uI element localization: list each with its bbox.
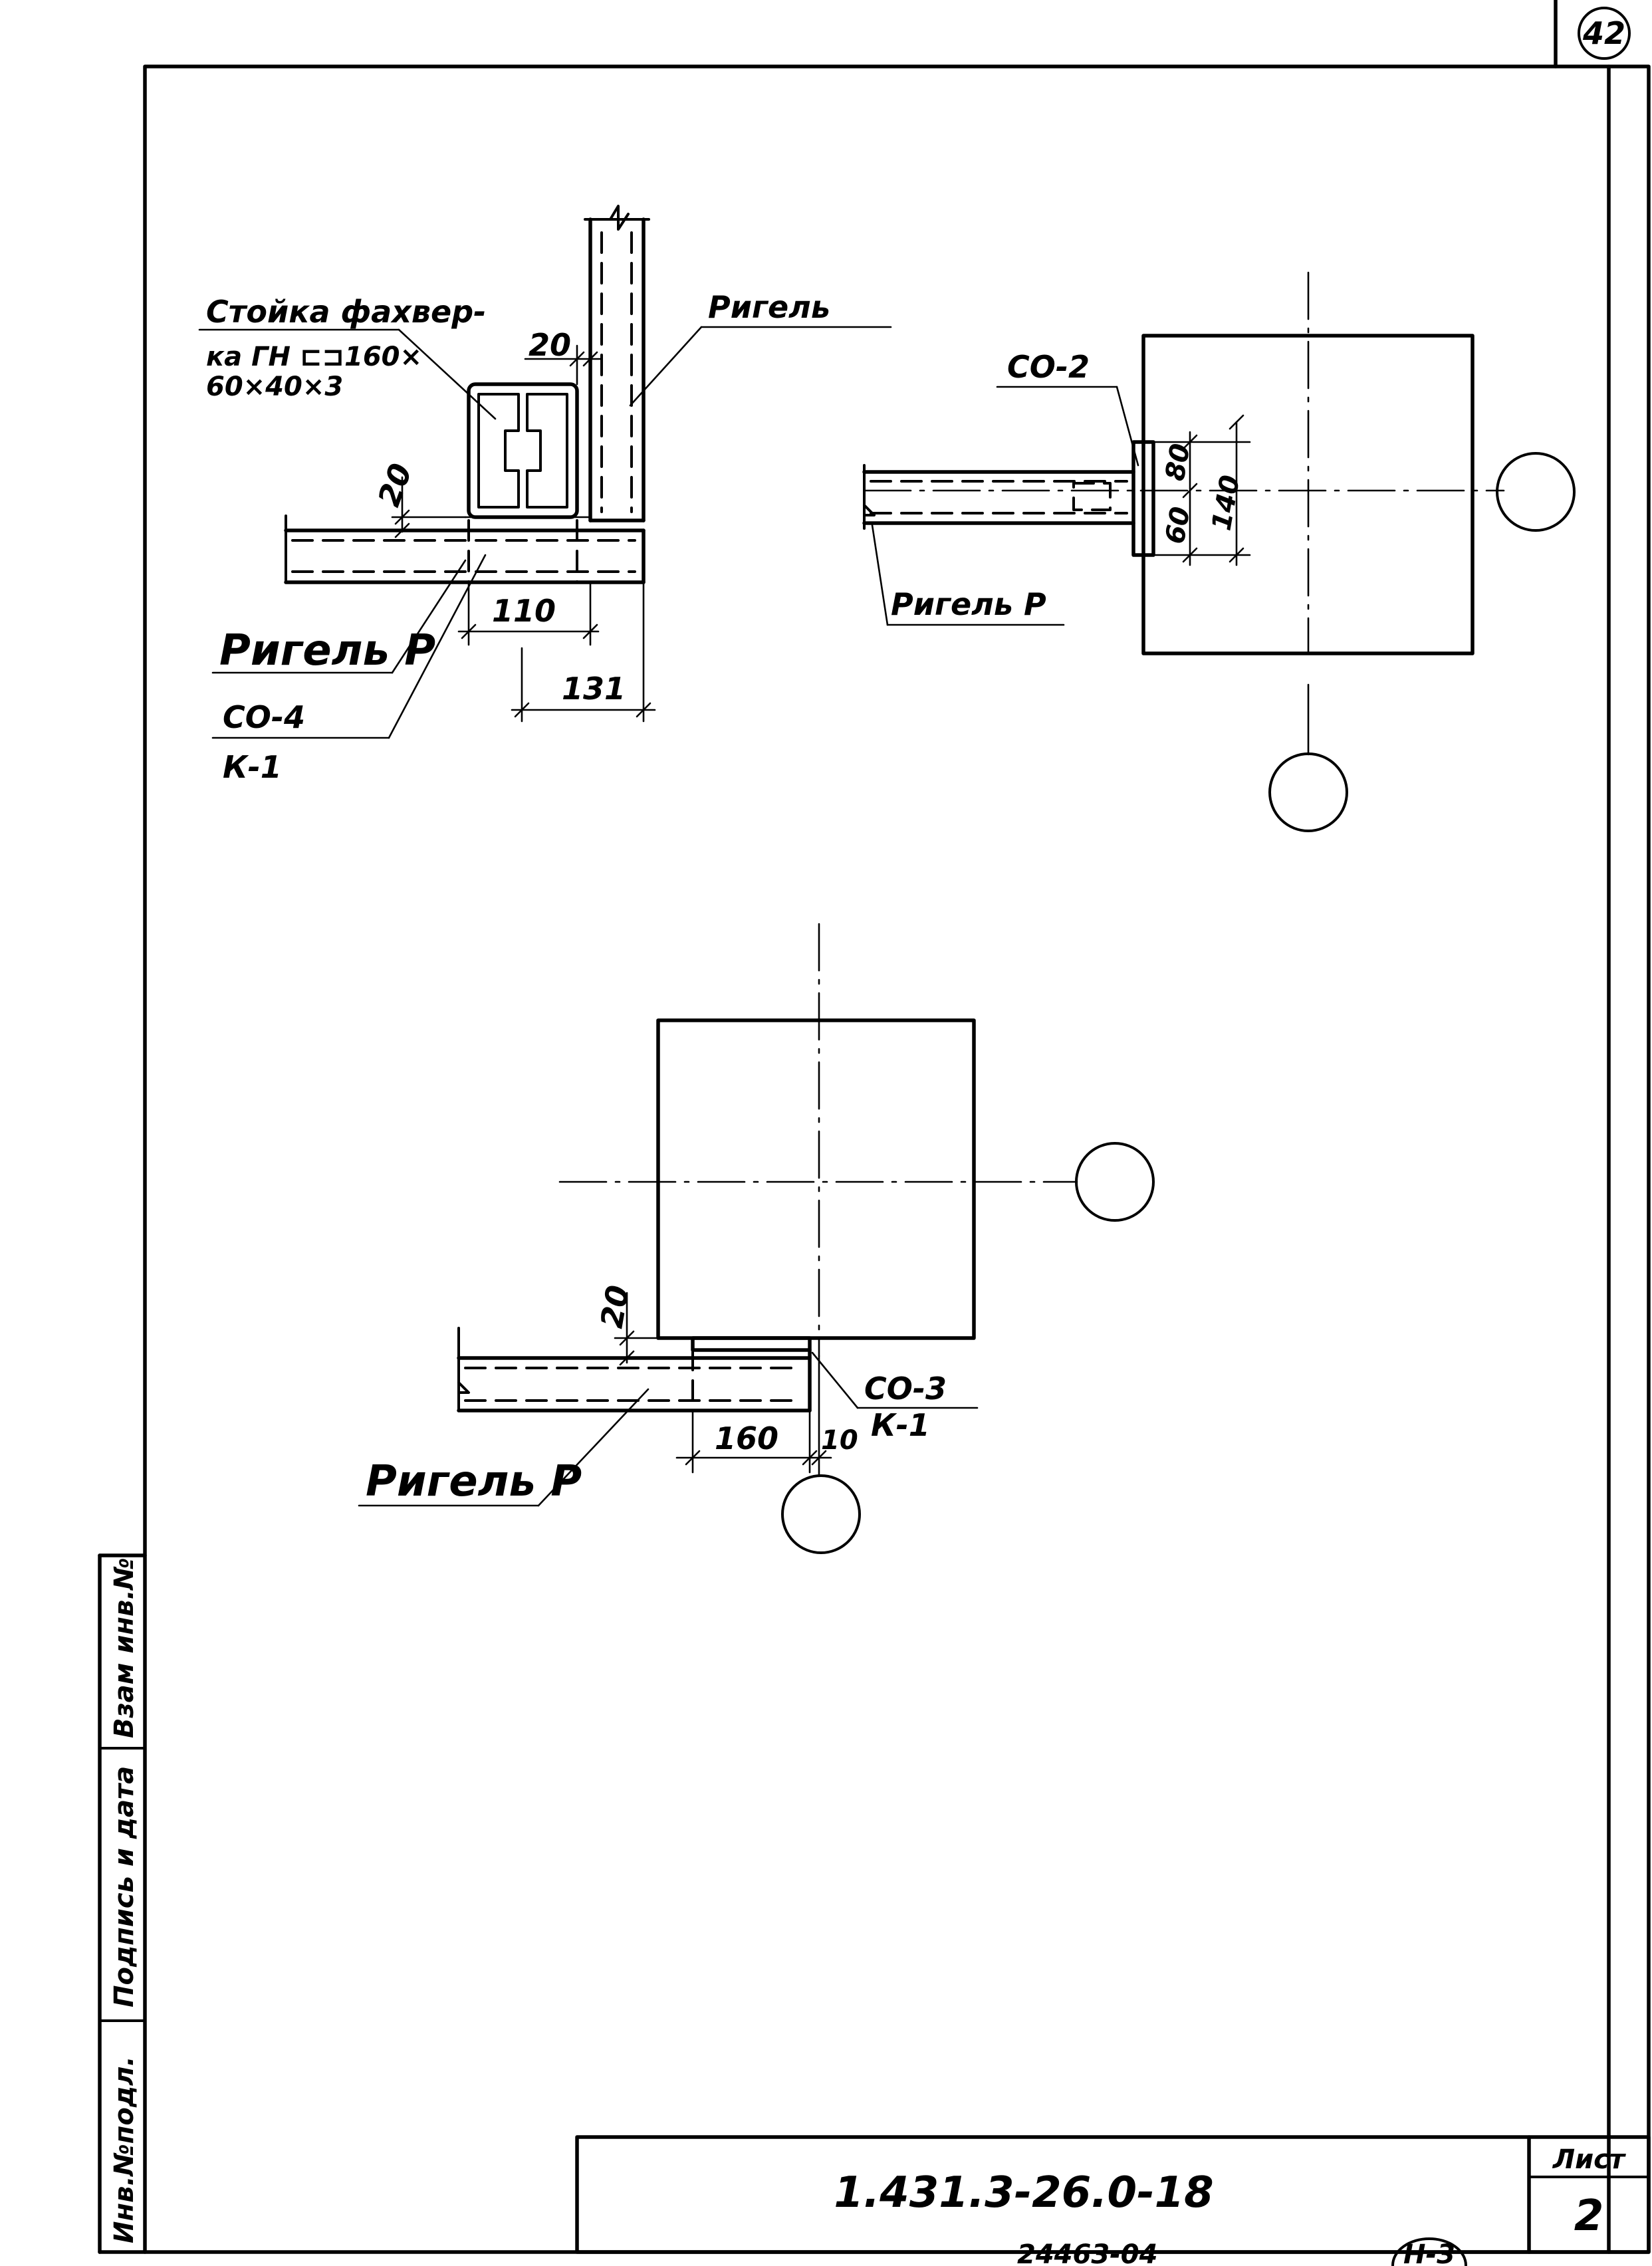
dim-20-b: 20 [594, 1282, 636, 1330]
label-k-1: К-1 [223, 749, 282, 785]
sheet-frame [98, 0, 1651, 2254]
drawing-code: 1.431.3-26.0-18 [834, 2168, 1213, 2217]
sheet-number: 2 [1574, 2192, 1604, 2241]
callout-post-line2: ка ГН ⊏⊐160× [206, 342, 422, 372]
dim-20-side: 20 [371, 459, 419, 511]
callout-post: Стойка фахвер- [206, 294, 486, 330]
sheet-label: Лист [1552, 2144, 1627, 2175]
label-rigel-r-3: Ригель Р [366, 1457, 582, 1506]
label-co-3: СО-3 [864, 1371, 947, 1407]
bottom-note: 24463-04 [1017, 2239, 1157, 2266]
dim-140: 140 [1207, 473, 1246, 533]
stamp-inv-podl: Инв.№подл. [109, 2056, 140, 2243]
dim-131: 131 [562, 671, 626, 707]
callout-post-line3: 60×40×3 [206, 372, 343, 402]
dim-110: 110 [492, 593, 556, 629]
stamp-sign-date: Подпись и дата [109, 1766, 140, 2007]
detail-bottom: 20 160 10 СО-3 К-1 Ригель Р [358, 923, 1155, 1554]
dim-160: 160 [715, 1420, 778, 1456]
label-co-4: СО-4 [223, 699, 305, 735]
detail-top-left: 20 20 110 131 Стойка фахвер- ка ГН ⊏⊐160 [198, 205, 892, 785]
label-k-1-b: К-1 [871, 1407, 930, 1443]
svg-text:Н-3: Н-3 [1403, 2239, 1455, 2266]
dim-20-top: 20 [529, 327, 571, 363]
dim-80: 80 [1160, 441, 1197, 483]
label-co-2: СО-2 [1007, 349, 1090, 385]
dim-60: 60 [1160, 505, 1197, 546]
axis-bubble-right [1496, 452, 1576, 532]
axis-bubble-right-b [1075, 1142, 1155, 1222]
detail-top-right: 80 60 140 СО-2 Ригель Р [862, 271, 1576, 832]
bottom-circle: Н-3 [1391, 2237, 1467, 2266]
svg-text:42: 42 [1582, 15, 1625, 51]
stamp-vzam-inv: Взам инв.№ [109, 1557, 140, 1738]
label-rigel-r: Ригель Р [219, 626, 435, 675]
axis-bubble-bottom [1268, 752, 1348, 832]
page-number: 42 [1578, 7, 1631, 60]
axis-bubble-bottom-b [781, 1474, 861, 1554]
dim-10: 10 [821, 1425, 858, 1456]
label-rigel: Ригель [708, 289, 830, 325]
label-rigel-r-2: Ригель Р [891, 586, 1046, 622]
